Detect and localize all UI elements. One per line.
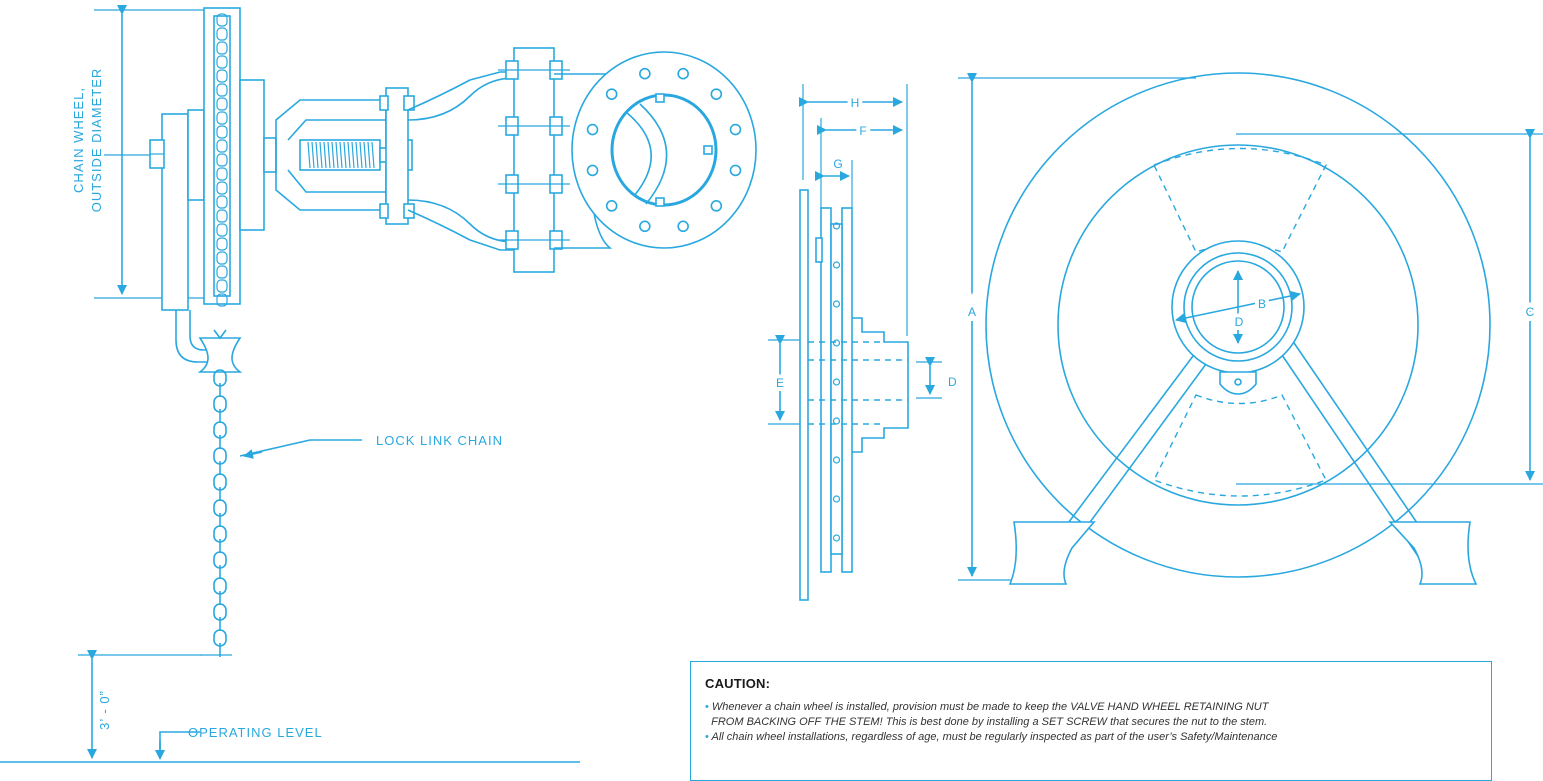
wheel-chain-link [216,69,228,83]
bolt-hole [605,200,618,212]
wheel-chain-link [216,97,228,111]
valve-side-view [94,5,757,657]
wheel-chain-link [216,13,228,27]
dim-d-side-label: D [948,375,957,389]
bolt-hole [710,200,723,212]
wheel-chain-link [216,181,228,195]
wheel-chain-link [216,139,228,153]
flange-bolt-holes [586,67,742,233]
dim-a-label: A [968,305,976,319]
bolt-hole [639,220,651,233]
dim-e-label: E [776,376,784,390]
spring-coil [359,141,363,169]
chain-wheel-label-line2: OUTSIDE DIAMETER [89,68,104,213]
chain-wheel-label-line1: CHAIN WHEEL, [71,87,86,193]
bolt-hole [586,164,599,177]
spring-coil [331,141,335,169]
wheel-chain-link [216,153,228,167]
spring-coil [371,141,375,169]
bolt-hole [605,88,618,100]
spring-coil [307,141,311,169]
spring-coil [347,141,351,169]
bolt-hole [586,123,599,136]
dim-d-front-label: D [1235,315,1244,329]
wheel-chain-link [216,209,228,223]
side-pin [832,417,841,425]
bolt-hole [710,88,723,100]
bolt-hole [677,67,689,80]
stem-spring [307,141,375,169]
wheel-chain-link [216,279,228,293]
side-pin [832,534,841,542]
wheel-chain-links [216,13,228,307]
wheel-chain-link [216,125,228,139]
wheel-chain-link [216,223,228,237]
spring-coil [339,141,343,169]
operating-level-label: OPERATING LEVEL [188,725,323,740]
dim-c-label: C [1526,305,1535,319]
wheel-chain-link [216,111,228,125]
spring-coil [363,141,367,169]
spring-coil [355,141,359,169]
wheel-chain-link [216,251,228,265]
caution-item-2-line-1: • All chain wheel installations, regardl… [705,731,1278,743]
flange-bolts [498,60,570,250]
hanging-chain [213,369,227,657]
wheel-chain-link [216,27,228,41]
spring-coil [315,141,319,169]
spring-coil [335,141,339,169]
caution-title: CAUTION: [705,676,771,691]
wheel-chain-link [216,167,228,181]
operating-level-dimension: OPERATING LEVEL 3’ - 0” [0,650,580,763]
side-pin [832,456,841,464]
bolt-hole [729,164,742,177]
lock-link-chain-label: LOCK LINK CHAIN [376,433,503,448]
wheel-side-profile: H F G E D [768,84,957,601]
spring-coil [311,141,315,169]
caution-item-1-line-2: FROM BACKING OFF THE STEM! This is best … [705,715,1477,730]
spring-coil [343,141,347,169]
wheel-chain-link [216,265,228,279]
lock-link-chain-callout: LOCK LINK CHAIN [239,433,503,459]
wheel-chain-link [216,293,228,307]
side-pin [832,378,841,386]
wheel-chain-link [216,237,228,251]
height-label: 3’ - 0” [97,690,112,730]
dim-h-label: H [851,96,860,110]
bolt-hole [639,67,651,80]
spring-coil [367,141,371,169]
wheel-chain-link [216,83,228,97]
bolt-hole [677,220,689,233]
wheel-chain-link [216,195,228,209]
dim-g-label: G [833,157,842,171]
spring-coil [351,141,355,169]
side-pin [832,339,841,347]
side-pin [832,300,841,308]
wheel-front-view: A C B D [958,72,1543,585]
wheel-chain-link [216,55,228,69]
bolt-hole [729,123,742,136]
caution-item-1-text-1: Whenever a chain wheel is installed, pro… [711,701,1269,713]
dim-b-label: B [1258,297,1266,311]
spring-coil [319,141,323,169]
spring-coil [323,141,327,169]
caution-box: CAUTION: • Whenever a chain wheel is ins… [690,661,1492,781]
caution-item-1-text-2: FROM BACKING OFF THE STEM! This is best … [711,716,1268,728]
side-pin [832,222,841,230]
dim-f-label: F [859,124,866,138]
side-pin [832,261,841,269]
side-pin [832,495,841,503]
side-chain-pins [832,222,841,542]
caution-item-2-text-1: All chain wheel installations, regardles… [711,731,1278,743]
spring-coil [327,141,331,169]
wheel-chain-link [216,41,228,55]
caution-item-1-line-1: • Whenever a chain wheel is installed, p… [705,701,1269,713]
